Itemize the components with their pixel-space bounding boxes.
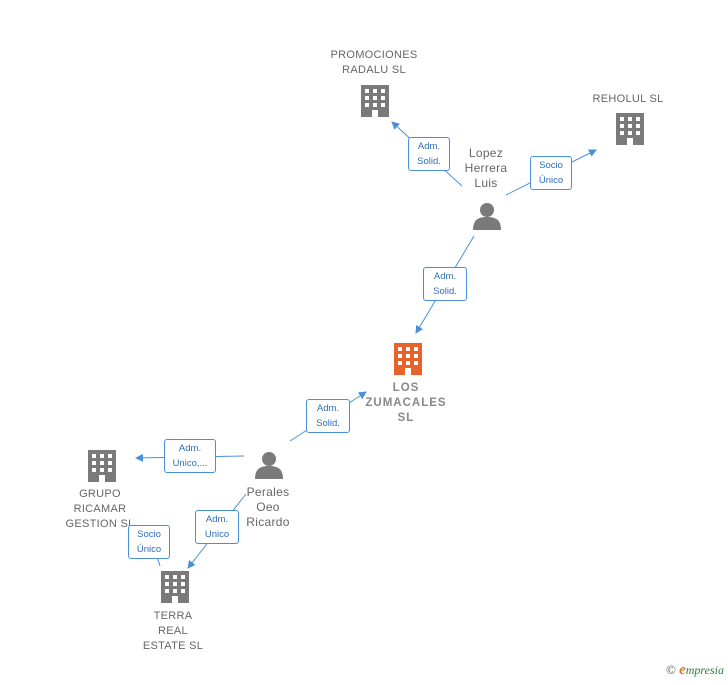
node-label-perales[interactable]: Perales Oeo Ricardo: [246, 485, 290, 529]
node-label-terra[interactable]: TERRA REAL ESTATE SL: [142, 610, 204, 652]
edge-label-grupo-terra: Socio Único: [128, 525, 170, 559]
perales-person-icon[interactable]: [255, 452, 283, 479]
edge-label-lopez-promociones: Adm. Solid.: [408, 137, 450, 171]
edge-label-perales-grupo: Adm. Unico,...: [164, 439, 216, 473]
brand-logo-e: e: [679, 662, 686, 678]
lopez-person-icon[interactable]: [473, 203, 501, 230]
empresia-footer[interactable]: © empresia: [666, 662, 724, 679]
promociones-building-icon[interactable]: [361, 85, 389, 117]
terra-building-icon[interactable]: [161, 571, 189, 603]
node-label-los-zumacales[interactable]: LOS ZUMACALES SL: [365, 382, 447, 424]
edge-label-perales-zumacales: Adm. Solid.: [306, 399, 350, 433]
node-label-promociones[interactable]: PROMOCIONES RADALU SL: [330, 49, 418, 76]
copyright-icon: ©: [665, 662, 676, 677]
zumacales-building-icon[interactable]: [394, 343, 422, 375]
reholul-building-icon[interactable]: [616, 113, 644, 145]
edge-label-lopez-reholul: Socio Único: [530, 156, 572, 190]
node-label-lopez[interactable]: Lopez Herrera Luis: [464, 146, 508, 190]
edge-label-perales-terra: Adm. Unico: [195, 510, 239, 544]
node-label-reholul[interactable]: REHOLUL SL: [592, 93, 664, 105]
grupo-ricamar-building-icon[interactable]: [88, 450, 116, 482]
edge-label-lopez-zumacales: Adm. Solid.: [423, 267, 467, 301]
brand-logo-text: mpresia: [685, 663, 724, 677]
